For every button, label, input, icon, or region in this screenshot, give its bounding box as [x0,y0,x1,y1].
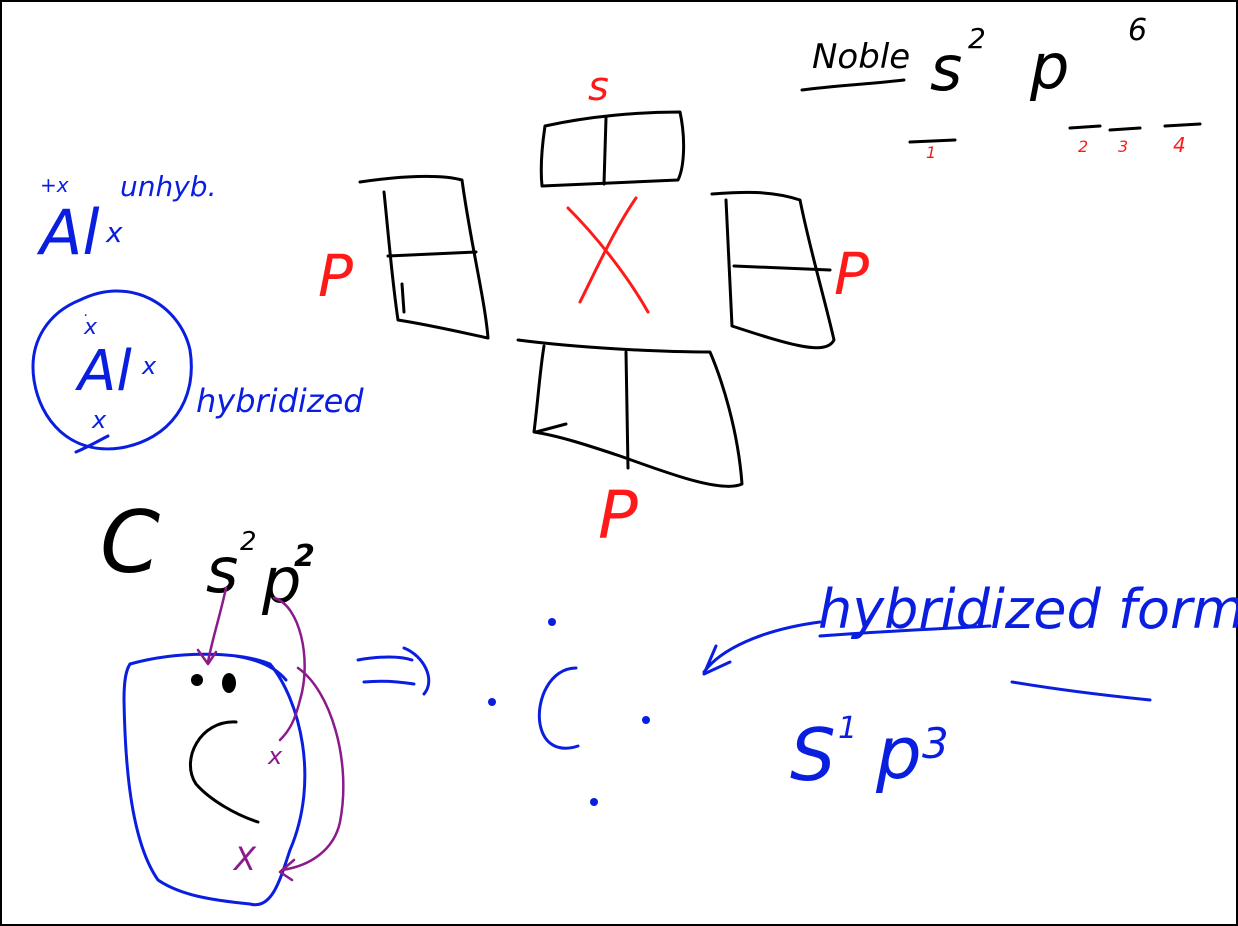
unhyb-label: unhyb. [120,170,216,203]
electron-dot [548,618,556,626]
al-unhybridized: +x Al x unhyb. [36,170,216,269]
p-orbital-divider-left [386,250,478,258]
electron-dot [488,698,496,706]
p-orbital-tick-bottom [534,422,568,434]
electron-dot [642,716,650,724]
orbital-blank-3 [1108,126,1142,132]
noble-config: Noble s 2 p 6 [800,13,1147,105]
electron-dot [590,798,598,806]
hybridized-form-label-group: hybridized form [818,578,1238,702]
noble-p-exp: 6 [1128,13,1147,48]
orbital-number-2: 2 [1078,137,1088,156]
s-orbital-divider [602,116,608,186]
center-cross-mark-2 [578,196,638,304]
hybridized-label: hybridized [196,382,364,420]
electron-dot [191,674,203,686]
al-unhyb-symbol: Al [36,196,100,269]
p-orbital-label-right: P [834,240,869,308]
hybridized-form-underline [818,624,992,638]
carbon-p: p [261,544,301,617]
electron-x-lower: X [232,840,257,878]
carbon-p-exp: 2 [294,539,315,574]
carbon-s: s [206,534,238,607]
implies-arrow [356,646,431,696]
implies-head [402,646,431,696]
carbon-blob-inner-curve [234,654,288,682]
orbital-blanks: 1 2 3 4 [908,122,1202,162]
p-orbital-label-bottom: P [598,477,638,554]
noble-label: Noble [812,37,910,77]
carbon-config: C s 2 p 2 [100,493,315,617]
carbon-s-exp: 2 [240,527,257,557]
center-cross-mark [566,206,650,314]
hybrid-p: p [875,711,922,795]
s-orbital-label: s [588,64,609,110]
orbital-box-diagram: s P P P [318,64,869,554]
electron-x-upper: x [267,742,283,770]
orbital-blank-2 [1068,124,1102,130]
carbon-hybridized [488,618,650,806]
al-hybridized: . x Al x x hybridized [31,289,364,454]
carbon-unhybrid-blob: x X [122,586,345,907]
hybrid-p-exp: 3 [922,719,949,768]
noble-s: s [930,32,962,105]
arrow-p-to-bottom [278,666,345,882]
p-orbital-divider-bottom [624,350,630,470]
orbital-blank-1 [908,138,957,144]
noble-underline [800,78,906,92]
arrow-p-to-blob [272,596,306,742]
orbital-number-4: 4 [1173,133,1186,157]
al-hyb-symbol: Al [75,339,132,404]
carbon-inner-arc [189,720,260,824]
hybridized-form-arrow [702,620,822,676]
implies-line-bottom [362,679,416,686]
hybrid-s-exp: 1 [838,711,857,746]
carbon-blob-outline [122,652,307,907]
al-unhyb-x: x [105,216,123,249]
p-orbital-box-bottom [516,338,744,488]
hybrid-config: S 1 p 3 [790,711,949,797]
p-orbital-box-left [358,174,490,340]
carbon-symbol: C [100,493,160,593]
s-orbital-box [539,110,686,188]
al-hyb-x-bottom: x [91,406,107,434]
al-hyb-dot: . [84,304,88,320]
p-orbital-divider-right [732,264,832,272]
noble-p: p [1029,30,1069,103]
orbital-number-3: 3 [1118,137,1128,156]
electron-dot [222,673,236,693]
orbital-blank-4 [1163,122,1202,128]
hybrid-carbon-c [537,666,580,750]
noble-s-exp: 2 [968,22,986,55]
al-hyb-x-right: x [141,352,157,380]
p-orbital-tick-left [400,282,406,314]
hybrid-s: S [790,713,836,797]
p-orbital-label-left: P [318,242,353,310]
al-hyb-x-top: x [83,315,98,340]
al-unhyb-marks: +x [40,173,69,197]
al-hybrid-circle [31,289,193,454]
orbital-number-1: 1 [926,143,936,162]
p-orbital-box-right [710,190,836,350]
implies-line-top [356,655,414,662]
arrow-s-to-blob [196,586,228,666]
form-underline [1010,680,1152,702]
